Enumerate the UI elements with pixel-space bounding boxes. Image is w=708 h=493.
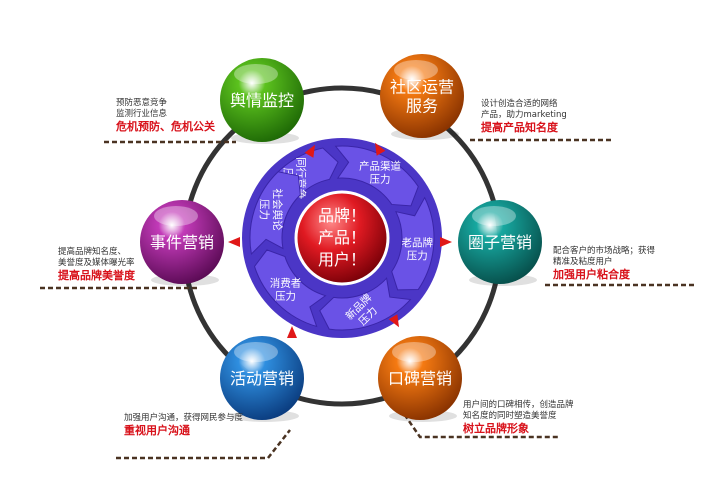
note-circle-highlight: 加强用户粘合度 [553,268,630,281]
center-line-3: 用户！ [318,250,366,269]
pressure-label: 社会舆论 [271,189,284,231]
note-monitoring-line-2: 监测行业信息 [116,109,168,119]
arrows [228,142,452,338]
node-community-label: 社区运营 [390,78,454,97]
center-line-2: 产品！ [318,228,366,247]
pressure-segment [249,171,301,256]
node-monitoring-label: 舆情监控 [230,91,294,110]
note-monitoring-highlight: 危机预防、危机公关 [116,120,215,133]
note-wom-line-2: 知名度的同时塑造美誉度 [463,411,557,421]
note-event-highlight: 提高品牌美誉度 [58,269,135,282]
node-circle-label: 圈子营销 [468,233,532,252]
center-circle [294,190,390,286]
pressure-label: 压力 [370,173,391,186]
pressure-label: 消费者 [270,276,302,289]
center-line-1: 品牌！ [318,206,366,225]
note-underline [116,429,291,460]
node-word-of-mouth-label: 口碑营销 [388,369,452,388]
node-event: 事件营销 [140,200,224,286]
pressure-segment [334,145,419,207]
node-activity-label: 活动营销 [230,369,294,388]
note-community-line-2: 产品，助力marketing [481,110,567,120]
note-wom-highlight: 树立品牌形象 [463,422,529,435]
node-monitoring: 舆情监控 [220,58,304,144]
node-word-of-mouth-sphere [378,336,462,420]
note-circle-line-1: 配合客户的市场战略；获得 [553,246,656,256]
note-activity-line-1: 加强用户沟通，获得网民参与度 [124,413,244,423]
pressure-label: 产品渠道 [359,160,401,173]
node-activity-sphere [220,336,304,420]
note-community: 设计创造合适的网络 产品，助力marketing 提高产品知名度 [481,99,567,135]
note-monitoring-line-1: 预防恶意竞争 [116,98,168,108]
pressure-segment [253,249,327,328]
arrow-marker [388,314,399,328]
note-community-highlight: 提高产品知名度 [481,121,558,134]
node-circle: 圈子营销 [458,200,542,286]
note-activity: 加强用户沟通，获得网民参与度 重视用户沟通 [124,413,243,438]
node-event-sphere [140,200,224,284]
pressure-label: 老品牌 [402,236,434,249]
note-wom-line-1: 用户间的口碑相传，创造品牌 [463,400,574,410]
arrow-marker [304,144,315,158]
pressure-label: 压力 [258,199,271,220]
note-event-line-2: 美誉度及媒体曝光率 [58,258,135,268]
pressure-segment [319,277,412,331]
node-activity: 活动营销 [220,336,304,422]
arrow-marker [228,237,240,247]
note-circle-line-2: 精准及粘度用户 [553,257,613,267]
node-word-of-mouth: 口碑营销 [378,336,462,422]
note-underlines [40,138,694,460]
note-circle: 配合客户的市场战略；获得 精准及粘度用户 加强用户粘合度 [553,246,655,282]
note-activity-highlight: 重视用户沟通 [124,424,190,437]
pressure-label: 压力 [275,289,296,302]
arrow-marker [440,237,452,247]
node-event-label: 事件营销 [150,233,214,252]
note-event: 提高品牌知名度、 美誉度及媒体曝光率 提高品牌美誉度 [58,247,135,283]
arrow-marker [375,142,386,156]
pressure-label: 压力 [407,249,428,262]
note-word-of-mouth: 用户间的口碑相传，创造品牌 知名度的同时塑造美誉度 树立品牌形象 [463,400,574,436]
arrow-marker [287,326,297,338]
note-community-line-1: 设计创造合适的网络 [481,99,558,109]
pressure-segment [391,196,435,291]
node-monitoring-sphere [220,58,304,142]
node-community-label: 服务 [406,97,438,116]
node-community-sphere [380,54,464,138]
note-event-line-1: 提高品牌知名度、 [58,247,127,257]
note-monitoring: 预防恶意竞争 监测行业信息 危机预防、危机公关 [116,98,215,134]
node-circle-sphere [458,200,542,284]
